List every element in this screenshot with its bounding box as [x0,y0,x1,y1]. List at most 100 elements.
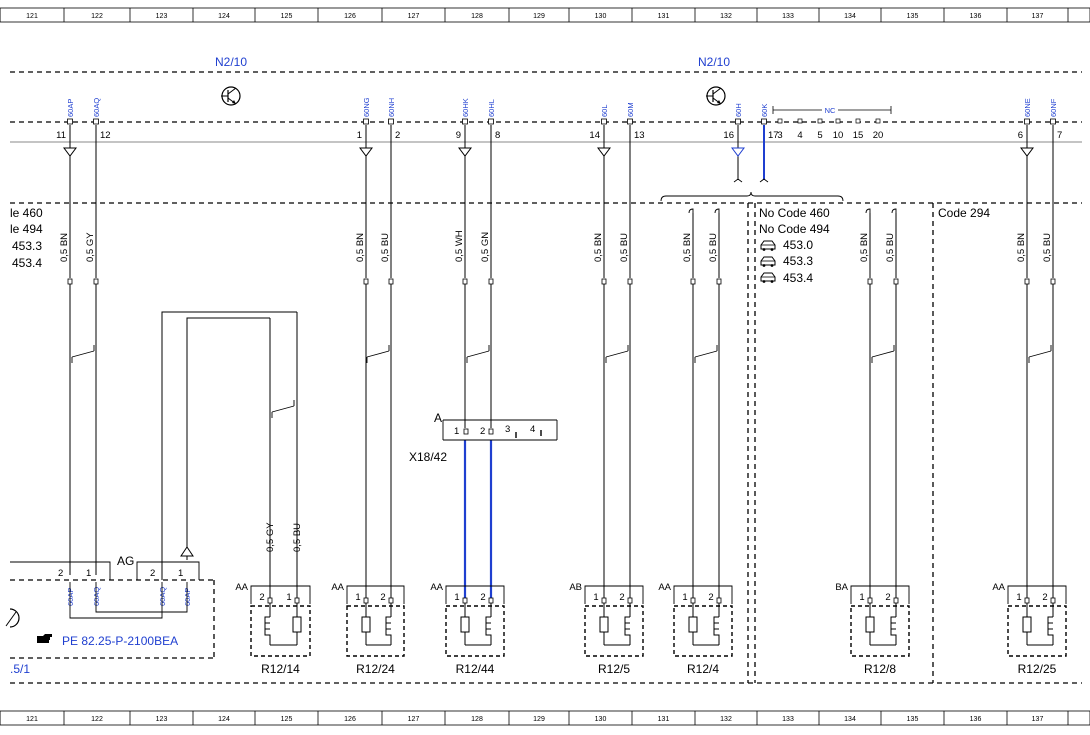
cable-label: 0,5 BU [708,233,719,262]
control-unit-label-right: N2/10 [698,55,730,69]
ecu-pin-number: 6 [1018,130,1023,141]
ruler-tick: 121 [26,716,38,723]
heater-pin: 2 [259,592,264,603]
left-note: le 494 [10,222,43,236]
left-note: le 460 [10,206,43,220]
resistor-icon [292,616,302,633]
ag-pin: 2 [150,568,155,579]
ruler-tick: 134 [844,716,856,723]
cable-label: 0,5 WH [454,230,465,262]
connector-pin-4: 4 [530,424,535,435]
ruler-tick: 134 [844,13,856,20]
cable-label: 0,5 BN [59,233,70,262]
heater-pin: 1 [1016,592,1021,603]
nc-pin-number: 4 [797,130,802,141]
ag-wire-id: 60AP [66,588,75,606]
ecu-pin-terminal [601,118,607,125]
heating-element-icon [264,616,271,645]
ruler-tick: 128 [471,716,483,723]
cable-label: 0,5 BN [682,233,693,262]
heater-name: R12/14 [261,662,300,676]
ruler-tick: 125 [281,13,293,20]
left-note: 453.3 [12,239,42,253]
heater-name: R12/44 [456,662,495,676]
heating-element-icon [1047,616,1054,645]
nc-pin-terminal [875,118,881,124]
left-note: 453.4 [12,256,42,270]
nc-pin-terminal [855,118,861,124]
heater-code: AA [430,582,443,593]
transistor-icon [706,86,726,106]
cable-label: 0,5 GY [265,522,276,552]
cable-label: 0,5 BU [1042,233,1053,262]
ecu-pin-terminal [67,118,73,125]
ruler-tick: 133 [782,716,794,723]
ecu-pin-wire-id: 60L [600,104,609,117]
cable-label: 0,5 BN [1016,233,1027,262]
ecu-pin-wire-id: 60H [734,103,743,117]
nc-pin-terminal [835,118,841,124]
heater-code: AB [569,582,582,593]
resistor-icon [865,616,875,633]
ruler-tick: 127 [408,716,420,723]
ruler-tick: 122 [91,716,103,723]
ecu-pin-number: 11 [56,130,66,141]
shield-icon [458,147,472,157]
connector-x18-42: A X18/42 1 2 3 4 [409,411,558,464]
shield-icon [1020,147,1034,157]
reference-link[interactable]: PE 82.25-P-2100BEA [62,634,178,648]
ecu-pin-wire-id: 60NG [362,97,371,117]
connector-name: X18/42 [409,450,447,464]
resistor-icon [460,616,470,633]
ruler-tick: 130 [595,716,607,723]
wire-twist-mark [366,350,390,358]
heating-element-icon [713,616,720,645]
ag-label: AG [117,554,134,568]
ruler-tick: 136 [970,13,982,20]
ecu-pin-terminal [388,118,394,125]
heater-pin: 1 [593,592,598,603]
heater-housing [445,605,505,657]
component-partial-label: .5/1 [10,662,30,676]
ag-wire-id: 60AQ [158,587,167,606]
cable-label: 0,5 GN [480,232,491,262]
ag-wire-id: 60AP [183,588,192,606]
ruler-tick: 128 [471,13,483,20]
connector-pin-1: 1 [454,426,459,437]
ecu-pins: 60AP1160AQ1260NG160NH260HK960HL860L1460M… [56,97,1062,141]
ag-pin: 1 [86,568,91,579]
ruler-tick: 137 [1032,13,1044,20]
cable-label: 0,5 BU [292,523,303,552]
ruler-tick: 122 [91,13,103,20]
ruler-tick: 126 [344,13,356,20]
ruler-tick: 126 [344,716,356,723]
ecu-pin-number: 2 [395,130,400,141]
heater-name: R12/25 [1018,662,1057,676]
heater-housing [346,605,405,657]
ruler-tick: 121 [26,13,38,20]
ecu-pin-wire-id: 60HK [461,98,470,117]
wires: 0,5 BN 0,5 GY 0,5 BN 0,5 BU 0,5 WH 0,5 GN 0,5 … [59,125,1056,598]
ecu-pin-number: 13 [634,130,645,141]
wire-twist-mark [871,350,895,358]
ecu-pin-terminal [735,118,741,125]
connector-pin-3: 3 [505,424,510,435]
nc-pin-terminal [797,118,803,124]
note-no-code-494: No Code 494 [759,222,830,236]
heater-name: R12/4 [687,662,719,676]
shield-icon [63,147,77,157]
note-code-294: Code 294 [938,206,990,220]
wire-twist-mark [1028,350,1052,358]
heater-name: R12/8 [864,662,896,676]
ruler-tick: 136 [970,716,982,723]
cable-label: 0,5 GY [85,232,96,262]
heater-housing [850,605,910,657]
